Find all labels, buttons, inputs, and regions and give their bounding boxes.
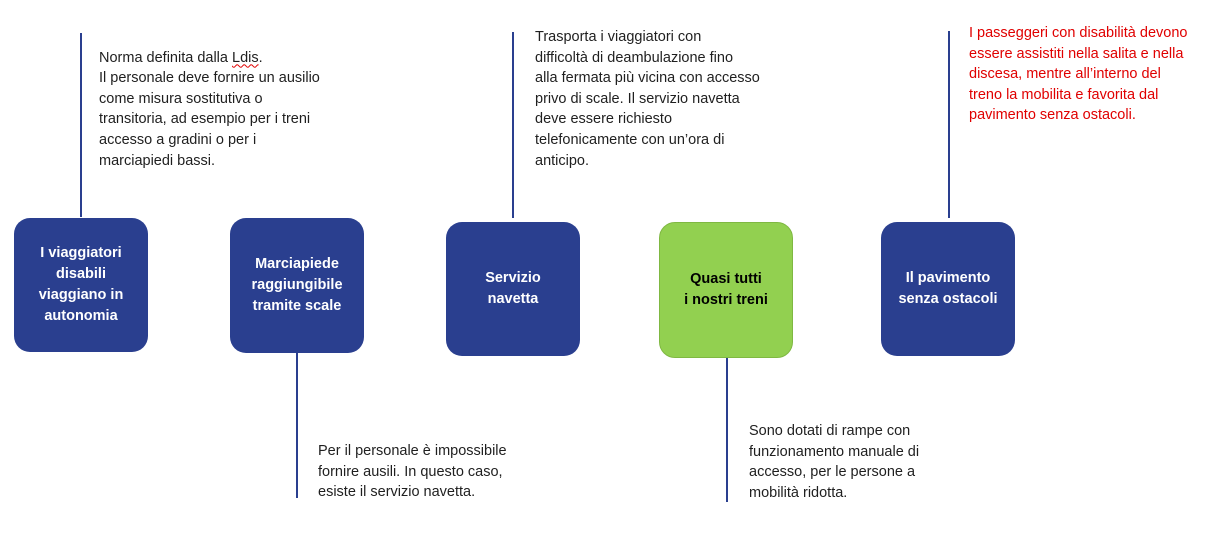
step-box-pavimento: Il pavimento senza ostacoli [881, 222, 1015, 356]
note-autonomia-rest: Il personale deve fornire un ausilio com… [99, 70, 320, 169]
note-autonomia-suffix: . [258, 49, 263, 66]
connector-line-3 [512, 32, 514, 218]
connector-line-4 [726, 358, 728, 502]
connector-line-2 [296, 352, 298, 498]
step-box-quasi-tutti-treni: Quasi tutti i nostri treni [659, 222, 793, 358]
step-box-marciapiede: Marciapiede raggiungibile tramite scale [230, 218, 364, 353]
connector-line-1 [80, 33, 82, 217]
step-box-servizio-navetta: Servizio navetta [446, 222, 580, 356]
note-servizio-navetta: Trasporta i viaggiatori con difficoltà d… [535, 29, 760, 169]
note-marciapiede: Per il personale è impossibile fornire a… [318, 443, 507, 501]
note-autonomia-term: Ldis [232, 49, 259, 66]
note-autonomia-prefix: Norma definita dalla [99, 49, 232, 66]
note-quasi-tutti-treni: Sono dotati di rampe con funzionamento m… [749, 423, 920, 501]
note-pavimento: I passeggeri con disabilità devono esser… [969, 25, 1188, 124]
connector-line-5 [948, 31, 950, 218]
step-box-autonomia: I viaggiatori disabili viaggiano in auto… [14, 218, 148, 352]
note-autonomia: Norma definita dalla Ldis. Il personale … [99, 27, 369, 192]
